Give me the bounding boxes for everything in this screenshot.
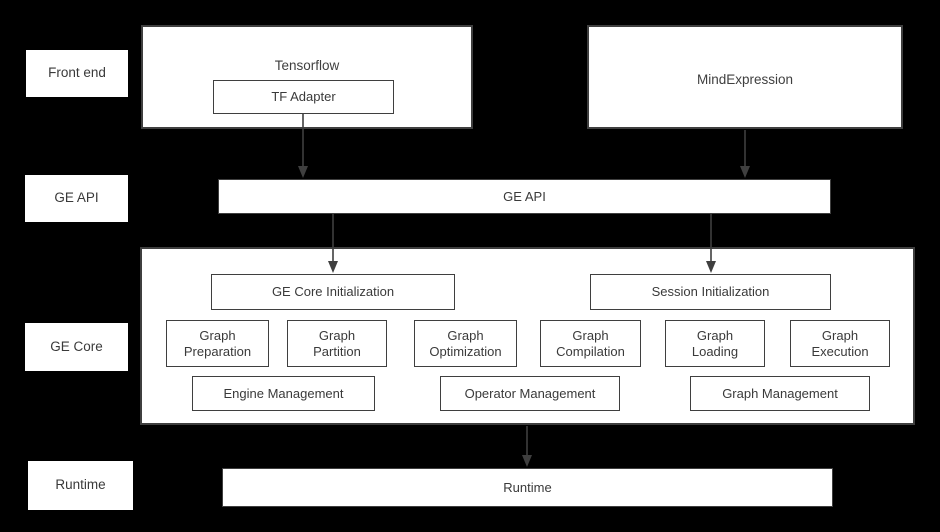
arrow-ge-core-to-runtime <box>519 426 535 467</box>
group-mindexpression-title: MindExpression <box>696 72 794 87</box>
node-runtime[interactable]: Runtime <box>222 468 833 507</box>
arrow-ge-api-to-session-initialization <box>703 214 719 273</box>
node-tf-adapter[interactable]: TF Adapter <box>213 80 394 114</box>
node-engine-management[interactable]: Engine Management <box>192 376 375 411</box>
group-mindexpression[interactable]: MindExpression <box>587 25 903 129</box>
node-graph-compilation[interactable]: Graph Compilation <box>540 320 641 367</box>
node-operator-management[interactable]: Operator Management <box>440 376 620 411</box>
node-session-initialization[interactable]: Session Initialization <box>590 274 831 310</box>
stage-label-ge-api: GE API <box>25 175 128 222</box>
arrow-mindexpression-to-ge-api <box>737 130 753 178</box>
node-graph-execution[interactable]: Graph Execution <box>790 320 890 367</box>
node-graph-partition[interactable]: Graph Partition <box>287 320 387 367</box>
node-graph-loading[interactable]: Graph Loading <box>665 320 765 367</box>
node-graph-management[interactable]: Graph Management <box>690 376 870 411</box>
node-ge-api[interactable]: GE API <box>218 179 831 214</box>
node-graph-preparation[interactable]: Graph Preparation <box>166 320 269 367</box>
stage-label-front-end: Front end <box>26 50 128 97</box>
node-graph-optimization[interactable]: Graph Optimization <box>414 320 517 367</box>
stage-label-ge-core: GE Core <box>25 323 128 371</box>
group-tensorflow-title: Tensorflow <box>274 58 340 73</box>
arrow-ge-api-to-ge-core-initialization <box>325 214 341 273</box>
stage-label-runtime: Runtime <box>28 461 133 510</box>
node-ge-core-initialization[interactable]: GE Core Initialization <box>211 274 455 310</box>
arrow-tf-adapter-to-ge-api <box>295 114 311 178</box>
